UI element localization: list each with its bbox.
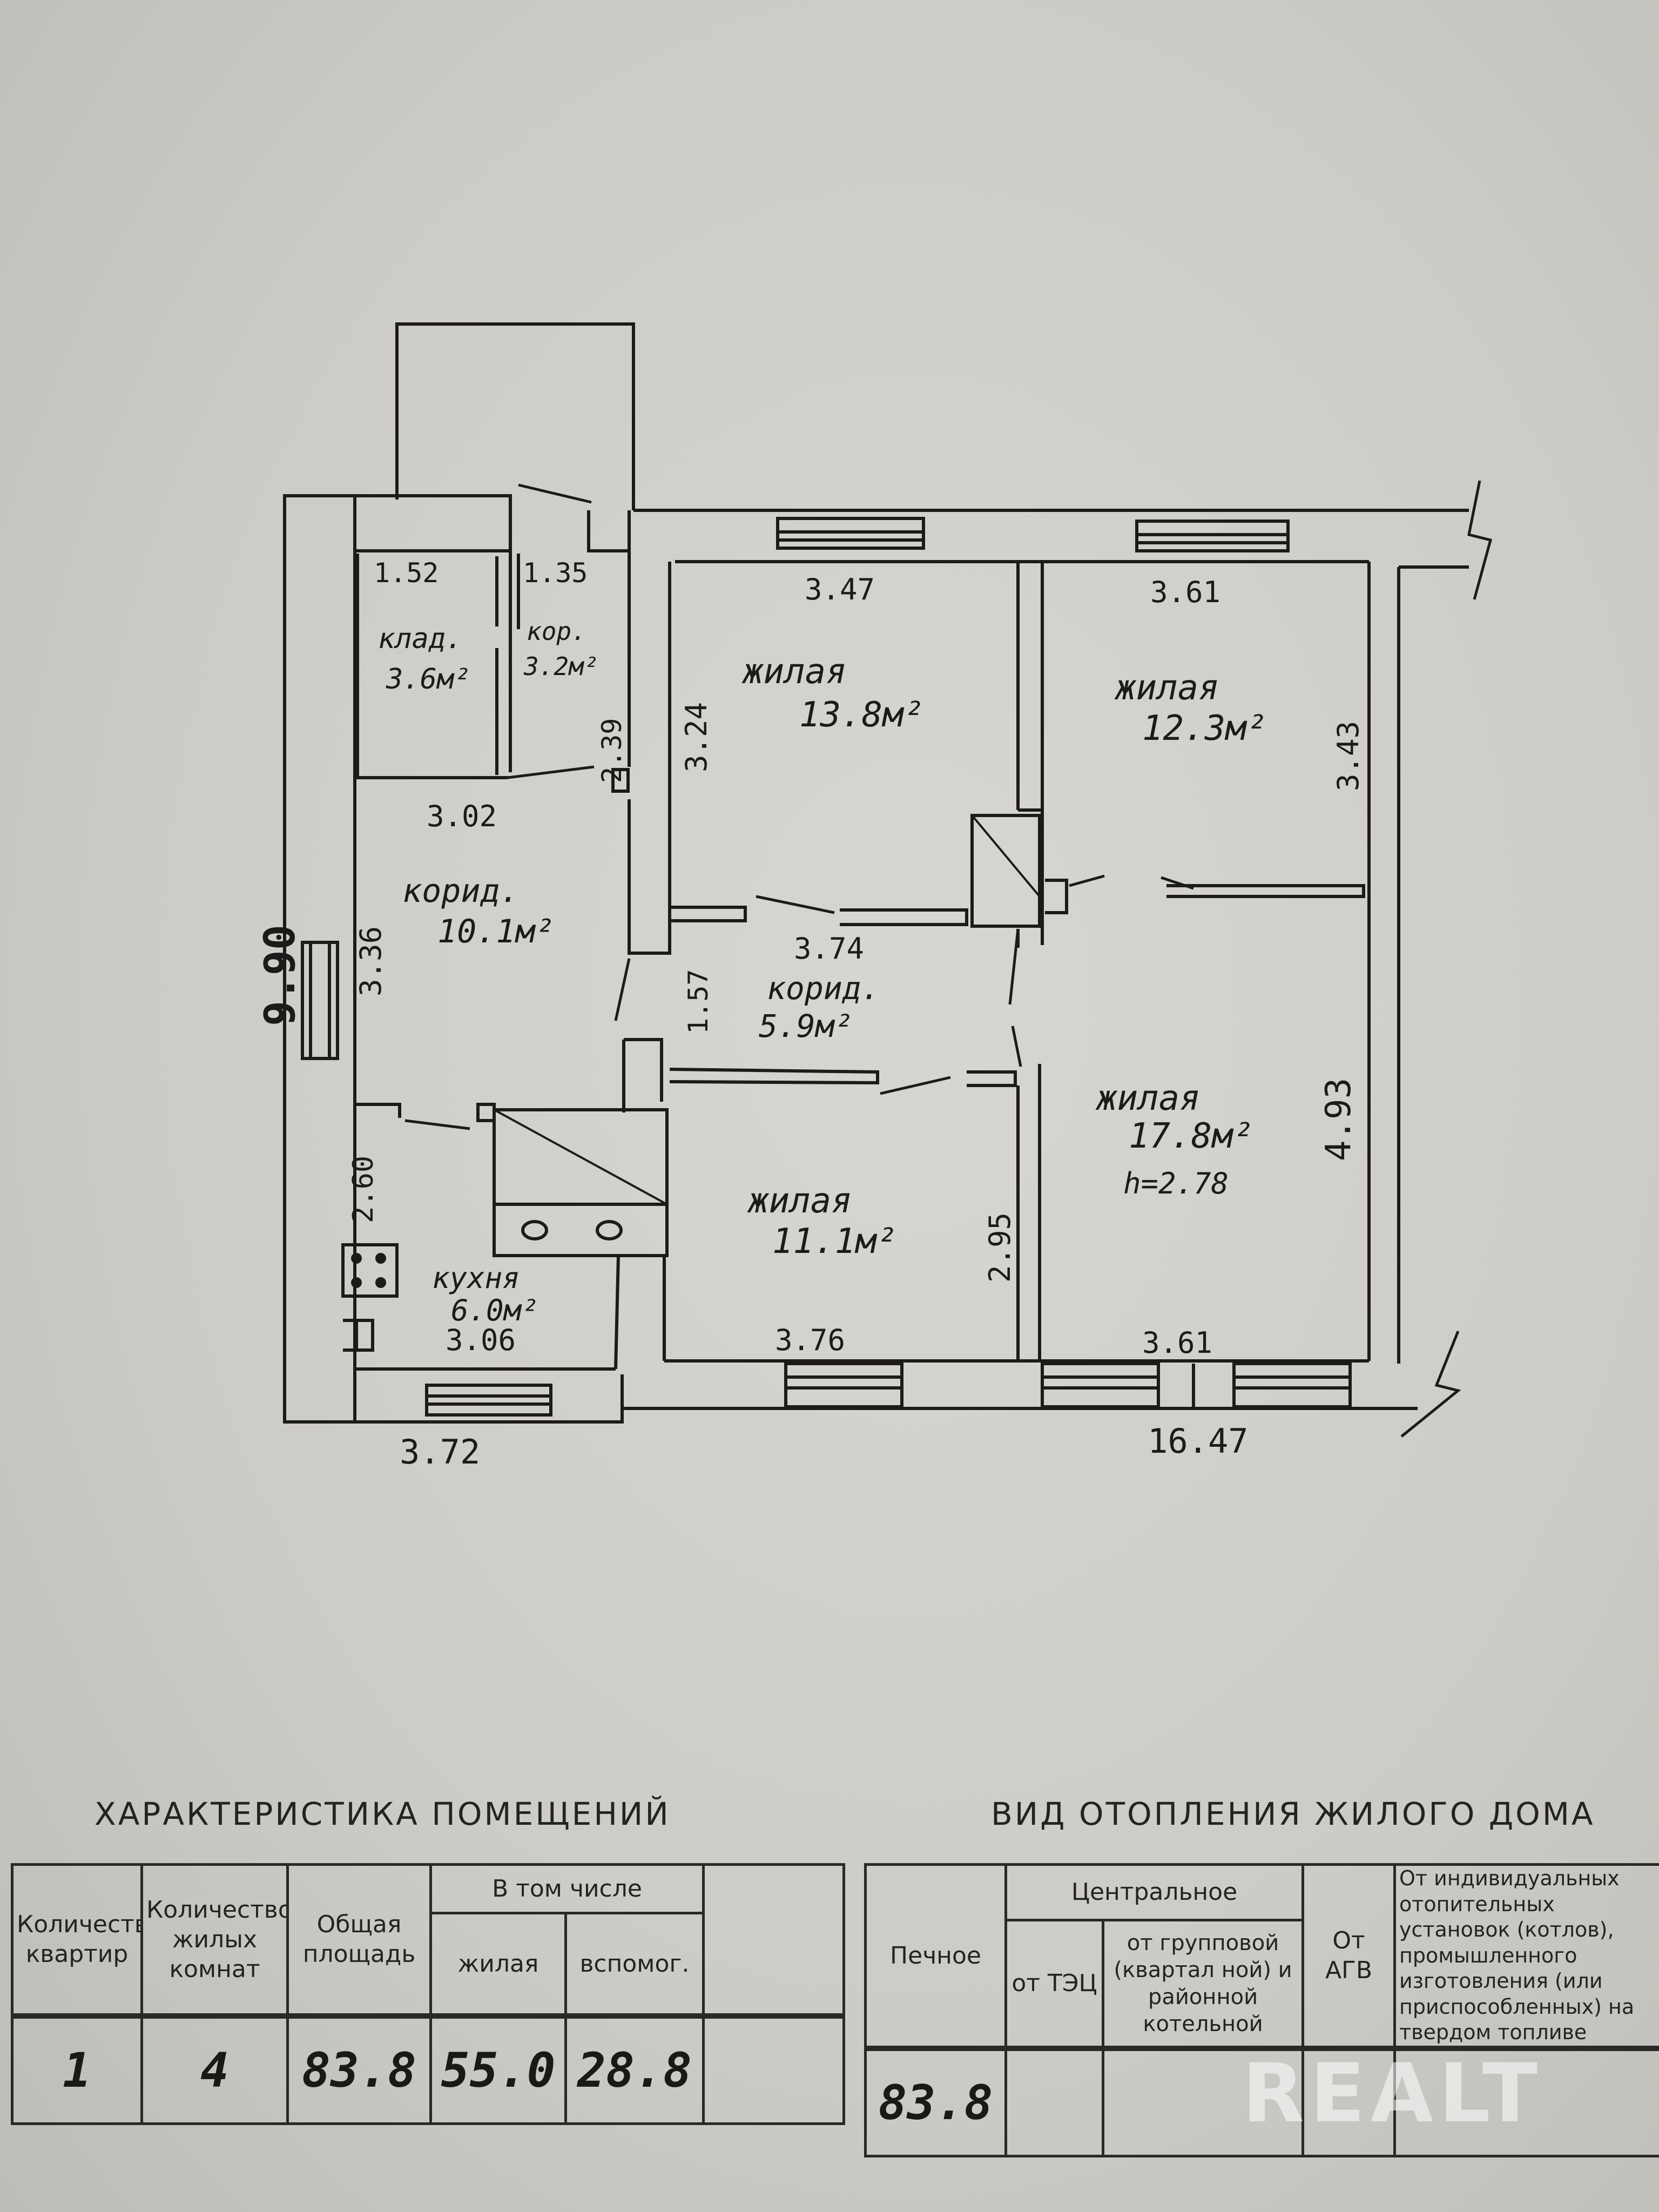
- dim-corridor2-height: 1.57: [683, 969, 714, 1034]
- header-stove: Печное: [864, 1863, 1007, 2049]
- header-apartments: Количество квартир: [11, 1863, 143, 2017]
- dim-room3-height: 2.95: [983, 1212, 1017, 1283]
- header-total-area: Общая площадь: [286, 1863, 432, 2017]
- header-central: Центральное: [1004, 1863, 1304, 1921]
- dim-room1-height: 3.24: [679, 702, 713, 772]
- value-tec: [1004, 2045, 1104, 2157]
- room-name-living-4: жилая: [1095, 1078, 1201, 1118]
- room-height-note: h=2.78: [1123, 1166, 1229, 1201]
- room-name-living-3: жилая: [747, 1181, 852, 1221]
- room-area-storage: 3.6м²: [386, 663, 471, 696]
- realt-watermark: REALT: [1242, 2047, 1543, 2141]
- header-living-rooms: Количество жилых комнат: [140, 1863, 289, 2017]
- dim-corridor2-width: 3.74: [794, 932, 864, 966]
- dim-overall-height: 9.90: [256, 925, 305, 1026]
- dim-small-corridor-width: 1.35: [523, 557, 588, 589]
- room-name-living-1: жилая: [741, 652, 847, 692]
- room-name-corridor-1: корид.: [402, 872, 520, 910]
- room-name-small-corridor: кор.: [527, 617, 586, 646]
- room-area-living-4: 17.8м²: [1129, 1116, 1253, 1156]
- value-living-rooms: 4: [140, 2013, 289, 2125]
- room-area-small-corridor: 3.2м²: [523, 652, 598, 681]
- dim-room4-height: 4.93: [1319, 1078, 1359, 1161]
- header-including: В том числе: [429, 1863, 705, 1914]
- characteristics-title: ХАРАКТЕРИСТИКА ПОМЕЩЕНИЙ: [95, 1796, 671, 1832]
- dim-room2-width: 3.61: [1150, 575, 1220, 609]
- header-group-boiler: от групповой (квартал ной) и районной ко…: [1102, 1918, 1304, 2050]
- value-individual: [1393, 2045, 1659, 2157]
- value-blank: [702, 2013, 846, 2125]
- room-name-living-2: жилая: [1114, 668, 1219, 708]
- dim-storage-width: 1.52: [374, 557, 439, 589]
- value-total-area: 83.8: [286, 2013, 432, 2125]
- header-aux-area: вспомог.: [564, 1912, 705, 2017]
- heating-title: ВИД ОТОПЛЕНИЯ ЖИЛОГО ДОМА: [991, 1796, 1595, 1832]
- dim-left-width: 3.72: [400, 1432, 480, 1472]
- room-name-storage: клад.: [378, 623, 463, 655]
- dim-room3-width: 3.76: [775, 1323, 845, 1357]
- dim-corridor1-height: 3.36: [354, 926, 388, 996]
- floor-plan: клад. 3.6м² кор. 3.2м² жилая 13.8м² жила…: [256, 322, 1493, 1472]
- header-living-area: жилая: [429, 1912, 567, 2017]
- dim-storage-bottom: 3.02: [427, 799, 497, 833]
- value-living-area: 55.0: [429, 2013, 567, 2125]
- room-area-living-3: 11.1м²: [772, 1222, 897, 1262]
- dim-kitchen-width: 3.06: [446, 1323, 516, 1357]
- value-agv: [1301, 2045, 1396, 2157]
- value-apartments: 1: [11, 2013, 143, 2125]
- header-individual: От индивидуальных отопительных установок…: [1393, 1863, 1659, 2049]
- value-group-boiler: [1102, 2045, 1304, 2157]
- room-name-kitchen: кухня: [432, 1261, 520, 1295]
- dim-kitchen-height: 2.60: [347, 1156, 380, 1223]
- value-stove: 83.8: [864, 2045, 1007, 2157]
- room-area-kitchen: 6.0м²: [451, 1293, 539, 1327]
- room-area-living-1: 13.8м²: [799, 695, 924, 735]
- dim-room2-height: 3.43: [1331, 721, 1365, 791]
- room-area-corridor-1: 10.1м²: [437, 913, 555, 950]
- header-blank: [702, 1863, 846, 2017]
- room-area-living-2: 12.3м²: [1142, 709, 1267, 748]
- characteristics-table: Количество квартир Количество жилых комн…: [11, 1863, 846, 2125]
- dim-small-corridor-height: 2.39: [596, 718, 628, 783]
- dim-room1-width: 3.47: [805, 572, 875, 606]
- header-tec: от ТЭЦ: [1004, 1918, 1104, 2050]
- dim-total-width: 16.47: [1148, 1421, 1249, 1461]
- header-agv: От АГВ: [1301, 1863, 1396, 2049]
- dim-room4-width: 3.61: [1142, 1326, 1212, 1360]
- porch-outline: [395, 322, 635, 510]
- room-area-corridor-2: 5.9м²: [759, 1008, 853, 1044]
- heating-table: Печное Центральное От АГВ От индивидуаль…: [864, 1863, 1659, 2157]
- room-name-corridor-2: корид.: [767, 970, 880, 1007]
- value-aux-area: 28.8: [564, 2013, 705, 2125]
